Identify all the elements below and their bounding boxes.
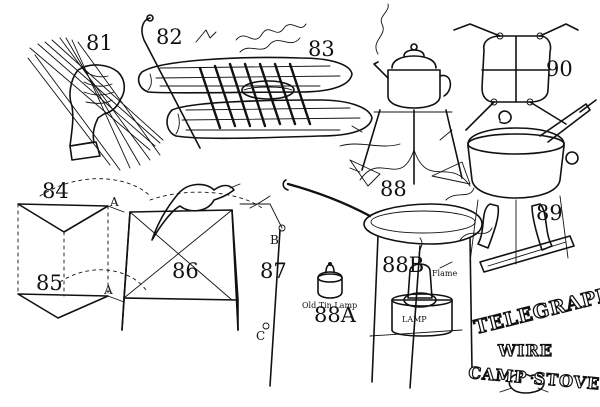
title-telegraph: TELEGRAPH	[472, 283, 600, 339]
point-b: B	[270, 233, 279, 247]
annotation-flame: Flame	[432, 269, 457, 278]
label-88: 88	[380, 177, 407, 201]
label-89: 89	[536, 201, 563, 225]
title-wire: WIRE	[497, 341, 553, 360]
fig83-gridiron-on-logs	[137, 14, 373, 149]
point-c: C	[256, 329, 265, 343]
label-85: 85	[36, 271, 63, 295]
label-82: 82	[156, 25, 183, 49]
fig88-tripod-kettle	[339, 3, 471, 187]
label-90: 90	[546, 57, 573, 81]
fig86-wire-frame-with-bird	[121, 183, 286, 387]
fig88b-pan-over-lamp	[282, 179, 483, 389]
point-a-upper: A	[109, 195, 119, 209]
label-88a: 88A	[314, 303, 357, 327]
label-84: 84	[42, 179, 69, 203]
fig81-hand-with-wires	[27, 37, 164, 171]
fig90-wire-hanger	[453, 23, 579, 131]
annotation-lamp: LAMP	[402, 315, 427, 324]
annotation-old-tin-lamp: Old Tin Lamp	[302, 301, 357, 310]
point-a-lower: A	[103, 283, 113, 297]
fig84-85-triangles	[17, 178, 151, 319]
label-88b: 88B	[382, 253, 424, 277]
label-81: 81	[86, 31, 113, 55]
fig88a-old-tin-lamp	[317, 262, 343, 299]
label-87: 87	[260, 259, 287, 283]
frog-ornament	[499, 372, 549, 394]
title-camp-stoves: CAMP STOVES	[468, 363, 600, 395]
label-83: 83	[308, 37, 335, 61]
label-86: 86	[172, 259, 199, 283]
fig89-pot-on-fire	[445, 99, 597, 273]
